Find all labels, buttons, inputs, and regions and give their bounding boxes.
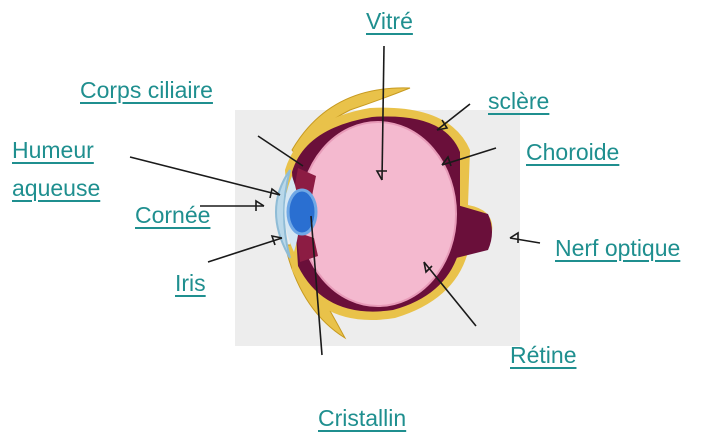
label-sclere: sclère bbox=[488, 88, 549, 115]
label-cornee: Cornée bbox=[135, 202, 210, 229]
label-humeur-aqueuse-line2: aqueuse bbox=[12, 175, 100, 202]
vitreous-body bbox=[300, 122, 456, 306]
label-iris: Iris bbox=[175, 270, 206, 297]
label-cristallin: Cristallin bbox=[318, 405, 406, 432]
label-nerf-optique: Nerf optique bbox=[555, 235, 680, 262]
label-corps-ciliaire: Corps ciliaire bbox=[80, 77, 213, 104]
label-retine: Rétine bbox=[510, 342, 576, 369]
label-vitre: Vitré bbox=[366, 8, 413, 35]
label-choroide: Choroide bbox=[526, 139, 619, 166]
label-humeur-aqueuse-line1: Humeur bbox=[12, 137, 94, 164]
